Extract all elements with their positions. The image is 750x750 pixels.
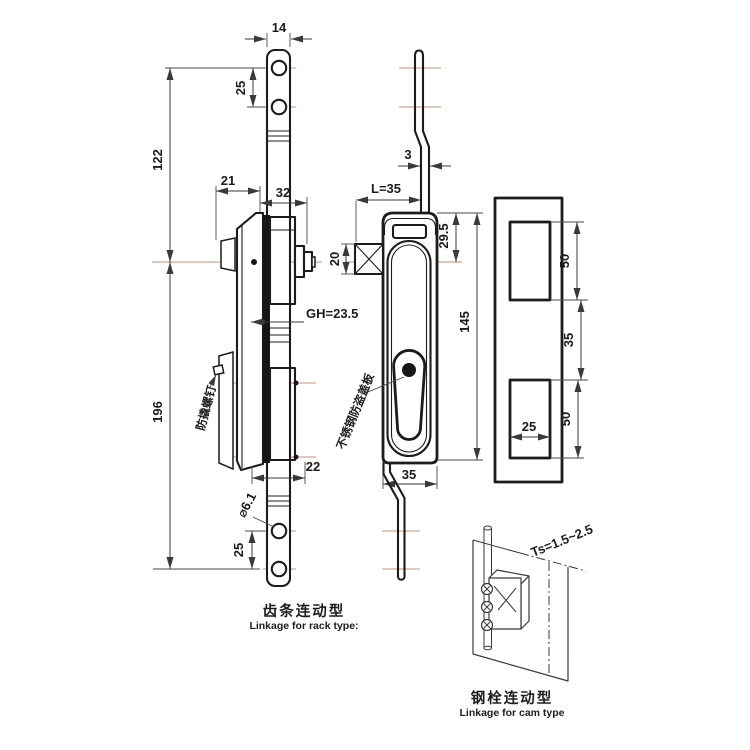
dim-text-panel-thickness: Ts=1.5~2.5 xyxy=(529,521,595,559)
dim-text-bottom-depth: 22 xyxy=(306,459,320,474)
dim-lower-cutout-height: 50 xyxy=(550,380,584,459)
dim-text-hole-pitch-bottom: 25 xyxy=(231,543,246,557)
mount-hole xyxy=(270,560,288,578)
dim-body-depth-32: 32 xyxy=(260,185,308,244)
inset-lock-body xyxy=(480,569,530,632)
caption-rack-zh: 齿条连动型 xyxy=(263,602,346,620)
handle-recess-inner xyxy=(390,244,428,453)
handle-knob-side xyxy=(293,244,306,279)
mount-hole xyxy=(270,98,288,116)
mount-hole xyxy=(270,522,288,540)
dim-text-hole-pitch-top: 25 xyxy=(233,81,248,95)
dim-offset-21: 21 xyxy=(215,173,261,240)
padlock-hole xyxy=(402,363,416,377)
dim-cutout-gap: 35 xyxy=(550,300,588,381)
side-view: 14 25 122 196 21 32 xyxy=(150,20,359,632)
dim-body-height: 145 xyxy=(437,213,483,461)
caption-cam-en: Linkage for cam type xyxy=(459,707,564,719)
dim-text-upper-length: 122 xyxy=(150,149,165,171)
upper-cutout xyxy=(508,220,552,302)
dim-text-body-width: 35 xyxy=(402,467,416,482)
dim-lower-length: 196 xyxy=(150,262,260,570)
lock-body-side xyxy=(212,211,316,472)
dim-text-body-depth: 32 xyxy=(276,185,290,200)
dim-bottom-depth-22: 22 xyxy=(251,459,320,484)
dim-text-lower-cutout-height: 50 xyxy=(558,412,573,426)
dim-latch-length: L=35 xyxy=(355,181,421,242)
mount-hole xyxy=(270,59,288,77)
rack-type-caption: 齿条连动型 Linkage for rack type: xyxy=(249,602,358,632)
anti-pry-screw xyxy=(212,364,225,376)
dim-cutout-width: 25 xyxy=(510,419,550,441)
dim-text-body-height: 145 xyxy=(457,311,472,333)
dim-text-offset: 21 xyxy=(221,173,235,188)
control-rod-upper xyxy=(413,49,431,216)
dim-text-bar-width: 14 xyxy=(272,20,287,35)
control-rod-lower xyxy=(382,461,406,581)
handle-recess-outer xyxy=(386,239,432,458)
dim-text-top-to-center: 29.5 xyxy=(436,223,451,248)
cam-type-inset: Ts=1.5~2.5 钢栓连动型 Linkage for cam type xyxy=(459,521,595,719)
dim-text-cutout-gap: 35 xyxy=(561,333,576,347)
caption-cam-zh: 钢栓连动型 xyxy=(471,689,554,707)
dim-hole-pitch-bottom: 25 xyxy=(231,530,265,569)
dim-hole-pitch-top: 25 xyxy=(165,67,265,108)
lower-cutout xyxy=(508,378,552,460)
dim-grip-height: GH=23.5 xyxy=(251,306,358,326)
dim-text-latch-length: L=35 xyxy=(371,181,401,196)
label-anti-pry-screw: 防撬螺钉 xyxy=(193,374,219,432)
keyhole-slot xyxy=(392,349,427,441)
dim-text-upper-cutout-height: 50 xyxy=(557,254,572,268)
dim-text-grip-height: GH=23.5 xyxy=(306,306,358,321)
cutout-view: 50 35 50 25 xyxy=(493,196,588,484)
dim-body-width: 35 xyxy=(382,466,438,489)
dim-text-hole-diameter: ⌀6.1 xyxy=(234,490,259,520)
lock-body-front xyxy=(353,211,439,465)
label-text-anti-pry-screw: 防撬螺钉 xyxy=(193,383,219,432)
dim-text-lower-length: 196 xyxy=(150,401,165,423)
dim-text-rod-thickness: 3 xyxy=(404,147,411,162)
dim-top-to-center: 29.5 xyxy=(436,212,483,262)
caption-rack-en: Linkage for rack type: xyxy=(249,620,358,632)
label-text-cover-plate: 不锈钢防盗盖板 xyxy=(334,371,377,451)
dim-bar-width: 14 xyxy=(245,20,312,47)
dim-text-cutout-width: 25 xyxy=(522,419,536,434)
cam-type-caption: 钢栓连动型 Linkage for cam type xyxy=(459,689,564,719)
dim-text-latch-height: 20 xyxy=(327,252,342,266)
dim-upper-length: 122 xyxy=(150,68,174,262)
dim-latch-height: 20 xyxy=(327,243,354,275)
name-plate-window xyxy=(391,223,428,240)
dim-rod-thickness: 3 xyxy=(398,147,451,170)
rack-bar xyxy=(265,48,292,588)
